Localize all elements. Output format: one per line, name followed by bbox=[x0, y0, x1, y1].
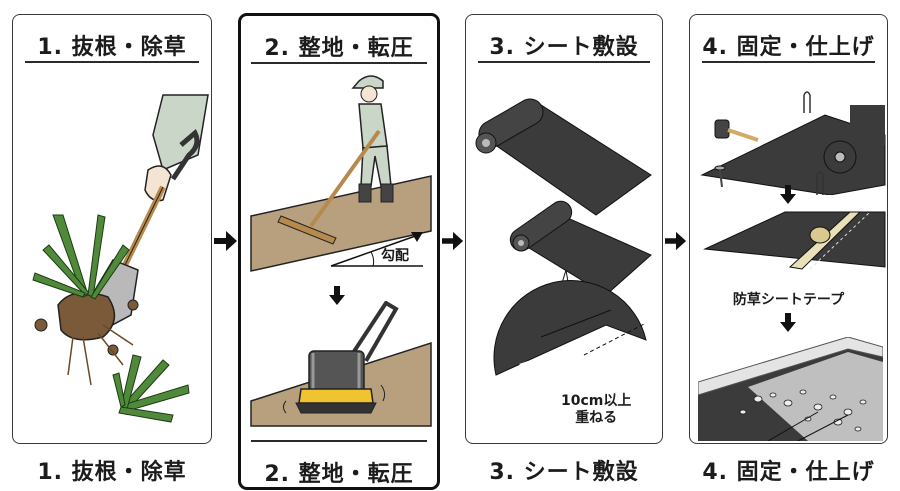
title-divider bbox=[251, 62, 427, 64]
gradient-label: 勾配 bbox=[381, 248, 409, 264]
leveling-illustration bbox=[250, 75, 432, 272]
title-divider bbox=[25, 61, 199, 63]
arrow-down-icon bbox=[780, 185, 796, 204]
tape-label: 防草シートテープ bbox=[732, 292, 845, 308]
arrow-right-icon bbox=[214, 231, 237, 251]
step-1-panel: 1. 抜根・除草 bbox=[12, 14, 212, 444]
arrow-right-icon bbox=[665, 231, 687, 251]
tape-illustration bbox=[703, 211, 886, 270]
arrow-down-icon bbox=[329, 286, 345, 305]
gravel-finish-illustration bbox=[698, 337, 883, 441]
weeding-shovel-illustration bbox=[32, 94, 209, 423]
step-3-caption: 3. シート敷設 bbox=[489, 460, 639, 485]
overlap-label-line1: 10cm以上 bbox=[561, 393, 632, 409]
step-4-caption: 4. 固定・仕上げ bbox=[702, 460, 875, 485]
title-divider bbox=[478, 61, 650, 63]
step-2-panel: 2. 整地・転圧 勾配 2. 整地・転圧 bbox=[238, 13, 440, 490]
sheet-laying-illustration bbox=[475, 98, 652, 387]
step-4-title: 4. 固定・仕上げ bbox=[702, 35, 875, 60]
step-4-panel: 4. 固定・仕上げ 防草シートテープ bbox=[689, 14, 888, 444]
step-1-title: 1. 抜根・除草 bbox=[37, 35, 187, 60]
arrow-right-icon bbox=[442, 231, 464, 251]
step-2-caption: 2. 整地・転圧 bbox=[264, 462, 414, 487]
step-3-title: 3. シート敷設 bbox=[489, 35, 639, 60]
plate-compactor-illustration bbox=[250, 301, 432, 427]
arrow-down-icon bbox=[780, 313, 796, 332]
title-divider bbox=[702, 61, 875, 63]
step-1-caption: 1. 抜根・除草 bbox=[37, 460, 187, 485]
overlap-label: 10cm以上 重ねる bbox=[561, 393, 631, 427]
step-3-panel: 3. シート敷設 10cm以上 重ねる bbox=[465, 14, 663, 444]
caption-divider bbox=[251, 440, 427, 442]
step-2-title: 2. 整地・転圧 bbox=[264, 36, 414, 61]
overlap-label-line2: 重ねる bbox=[575, 410, 618, 426]
pin-fixing-illustration bbox=[700, 91, 886, 195]
